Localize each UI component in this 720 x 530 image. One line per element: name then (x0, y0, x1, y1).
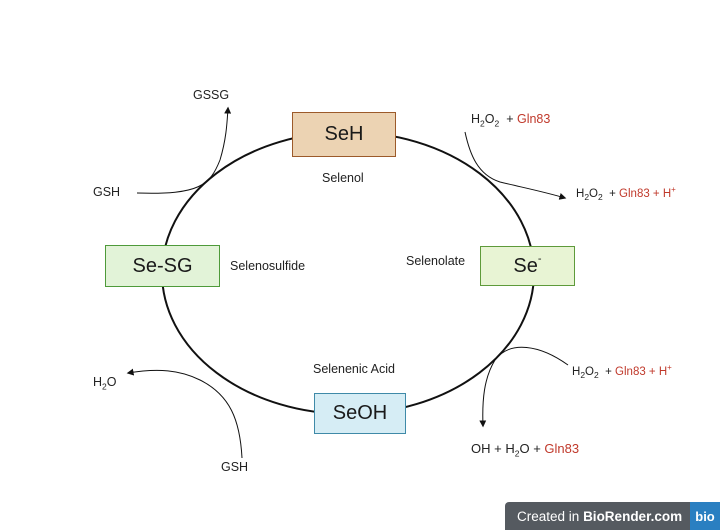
selenosulfide-box: Se-SG (105, 245, 220, 287)
h2o-left-label: H2O (93, 375, 117, 392)
arrow-gsh-to-gssg (136, 106, 232, 194)
arrow-h2o2-bottom-right (479, 346, 569, 428)
oh-h2o-gln83-product: OH + H2O + Gln83 (471, 441, 580, 459)
selenolate-box-charge: - (537, 253, 542, 265)
arrow-h2o2-top-right (464, 131, 567, 200)
selenol-box-text: SeH (324, 123, 364, 145)
h2o2-gln83-top-output: H2O2 + Gln83 + H+ (576, 185, 676, 203)
gssg-label: GSSG (193, 88, 230, 102)
gsh-bottom-label: GSH (221, 460, 249, 474)
selenolate-box: Se- (480, 246, 575, 286)
selenolate-box-text: Se (513, 254, 538, 277)
selenol-label: Selenol (322, 171, 364, 185)
h2o2-gln83-bottom-input: H2O2 + Gln83 + H+ (572, 363, 672, 381)
arrow-gsh-to-h2o (126, 368, 243, 459)
selenenic-acid-box-text: SeOH (332, 402, 388, 424)
biorender-logo-icon: bio (690, 502, 720, 530)
selenolate-label: Selenolate (406, 254, 466, 268)
h2o2-gln83-top-input: H2O2 + Gln83 (471, 112, 551, 129)
selenosulfide-box-text: Se-SG (132, 254, 193, 277)
watermark-text: Created in BioRender.com (517, 508, 683, 524)
selenenic-acid-label: Selenenic Acid (313, 362, 396, 376)
gsh-top-label: GSH (93, 185, 121, 199)
selenenic-acid-box: SeOH (314, 393, 406, 434)
selenol-box: SeH (292, 112, 396, 157)
selenosulfide-label: Selenosulfide (230, 259, 306, 273)
biorender-watermark[interactable]: Created in BioRender.com bio (505, 502, 720, 530)
